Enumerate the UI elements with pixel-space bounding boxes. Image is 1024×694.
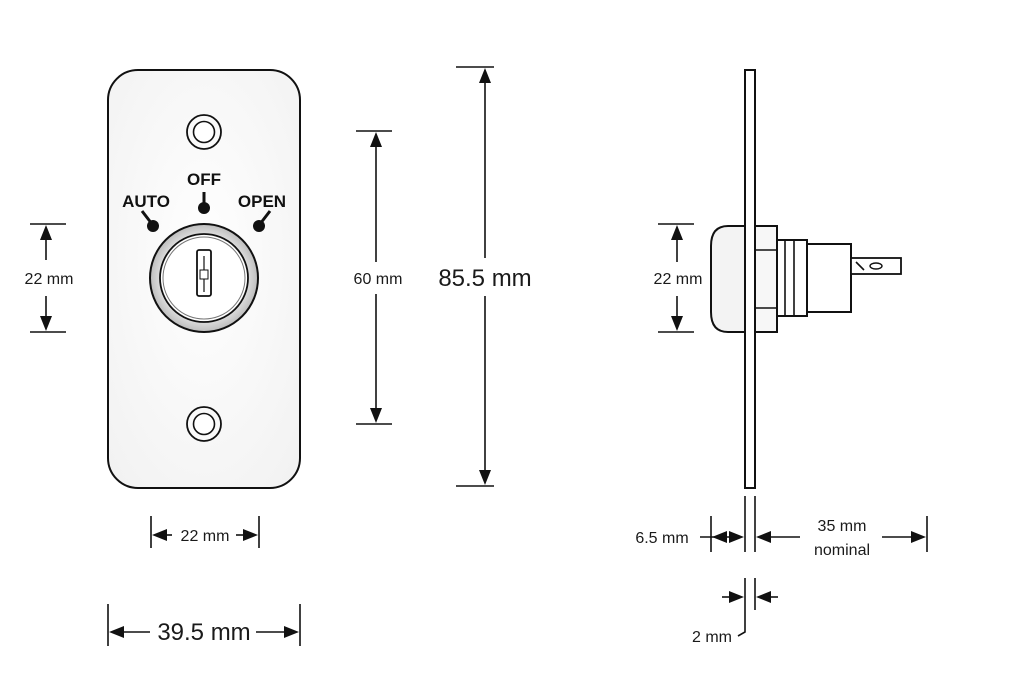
label-auto: AUTO bbox=[122, 192, 170, 211]
dim-plate-height: 85.5 mm bbox=[438, 66, 532, 487]
dim-hole-spacing: 60 mm bbox=[354, 130, 403, 425]
top-screw-hole bbox=[186, 114, 222, 150]
dim-label-plate-width: 39.5 mm bbox=[157, 619, 250, 646]
dim-body-depth: 35 mm nominal bbox=[756, 518, 926, 559]
dim-bezel-diameter-side: 22 mm bbox=[654, 223, 703, 333]
dim-label-bezel-depth: 6.5 mm bbox=[635, 530, 688, 547]
label-open: OPEN bbox=[238, 192, 286, 211]
front-view: AUTO OFF OPEN 22 mm bbox=[25, 66, 532, 646]
position-marker-open bbox=[253, 210, 272, 232]
side-bezel bbox=[710, 225, 746, 333]
side-plate bbox=[744, 69, 756, 489]
dim-plate-width: 39.5 mm bbox=[107, 604, 301, 646]
dim-bezel-diameter-front: 22 mm bbox=[25, 223, 74, 333]
position-marker-off bbox=[198, 192, 210, 214]
dim-label-bezel-width: 22 mm bbox=[181, 528, 230, 545]
side-nut bbox=[754, 225, 778, 333]
dim-label-plate-height: 85.5 mm bbox=[438, 265, 531, 292]
dim-plate-thickness: 2 mm bbox=[692, 578, 778, 646]
key-cylinder-icon bbox=[196, 249, 212, 297]
dim-label-body-depth-note: nominal bbox=[814, 542, 870, 559]
dim-label-side-bezel-diameter: 22 mm bbox=[654, 271, 703, 288]
position-marker-auto bbox=[140, 210, 159, 232]
dim-bezel-depth: 6.5 mm bbox=[635, 530, 744, 547]
dim-label-bezel-diameter: 22 mm bbox=[25, 271, 74, 288]
side-view: 22 mm 6.5 mm 35 mm nominal bbox=[635, 69, 928, 646]
dim-bezel-width: 22 mm bbox=[150, 516, 260, 548]
bottom-screw-hole bbox=[186, 406, 222, 442]
label-off: OFF bbox=[187, 170, 221, 189]
dim-label-hole-spacing: 60 mm bbox=[354, 271, 403, 288]
dim-label-plate-thickness: 2 mm bbox=[692, 629, 732, 646]
side-body bbox=[776, 239, 852, 317]
side-terminal bbox=[850, 257, 902, 275]
dim-label-body-depth: 35 mm bbox=[818, 518, 867, 535]
